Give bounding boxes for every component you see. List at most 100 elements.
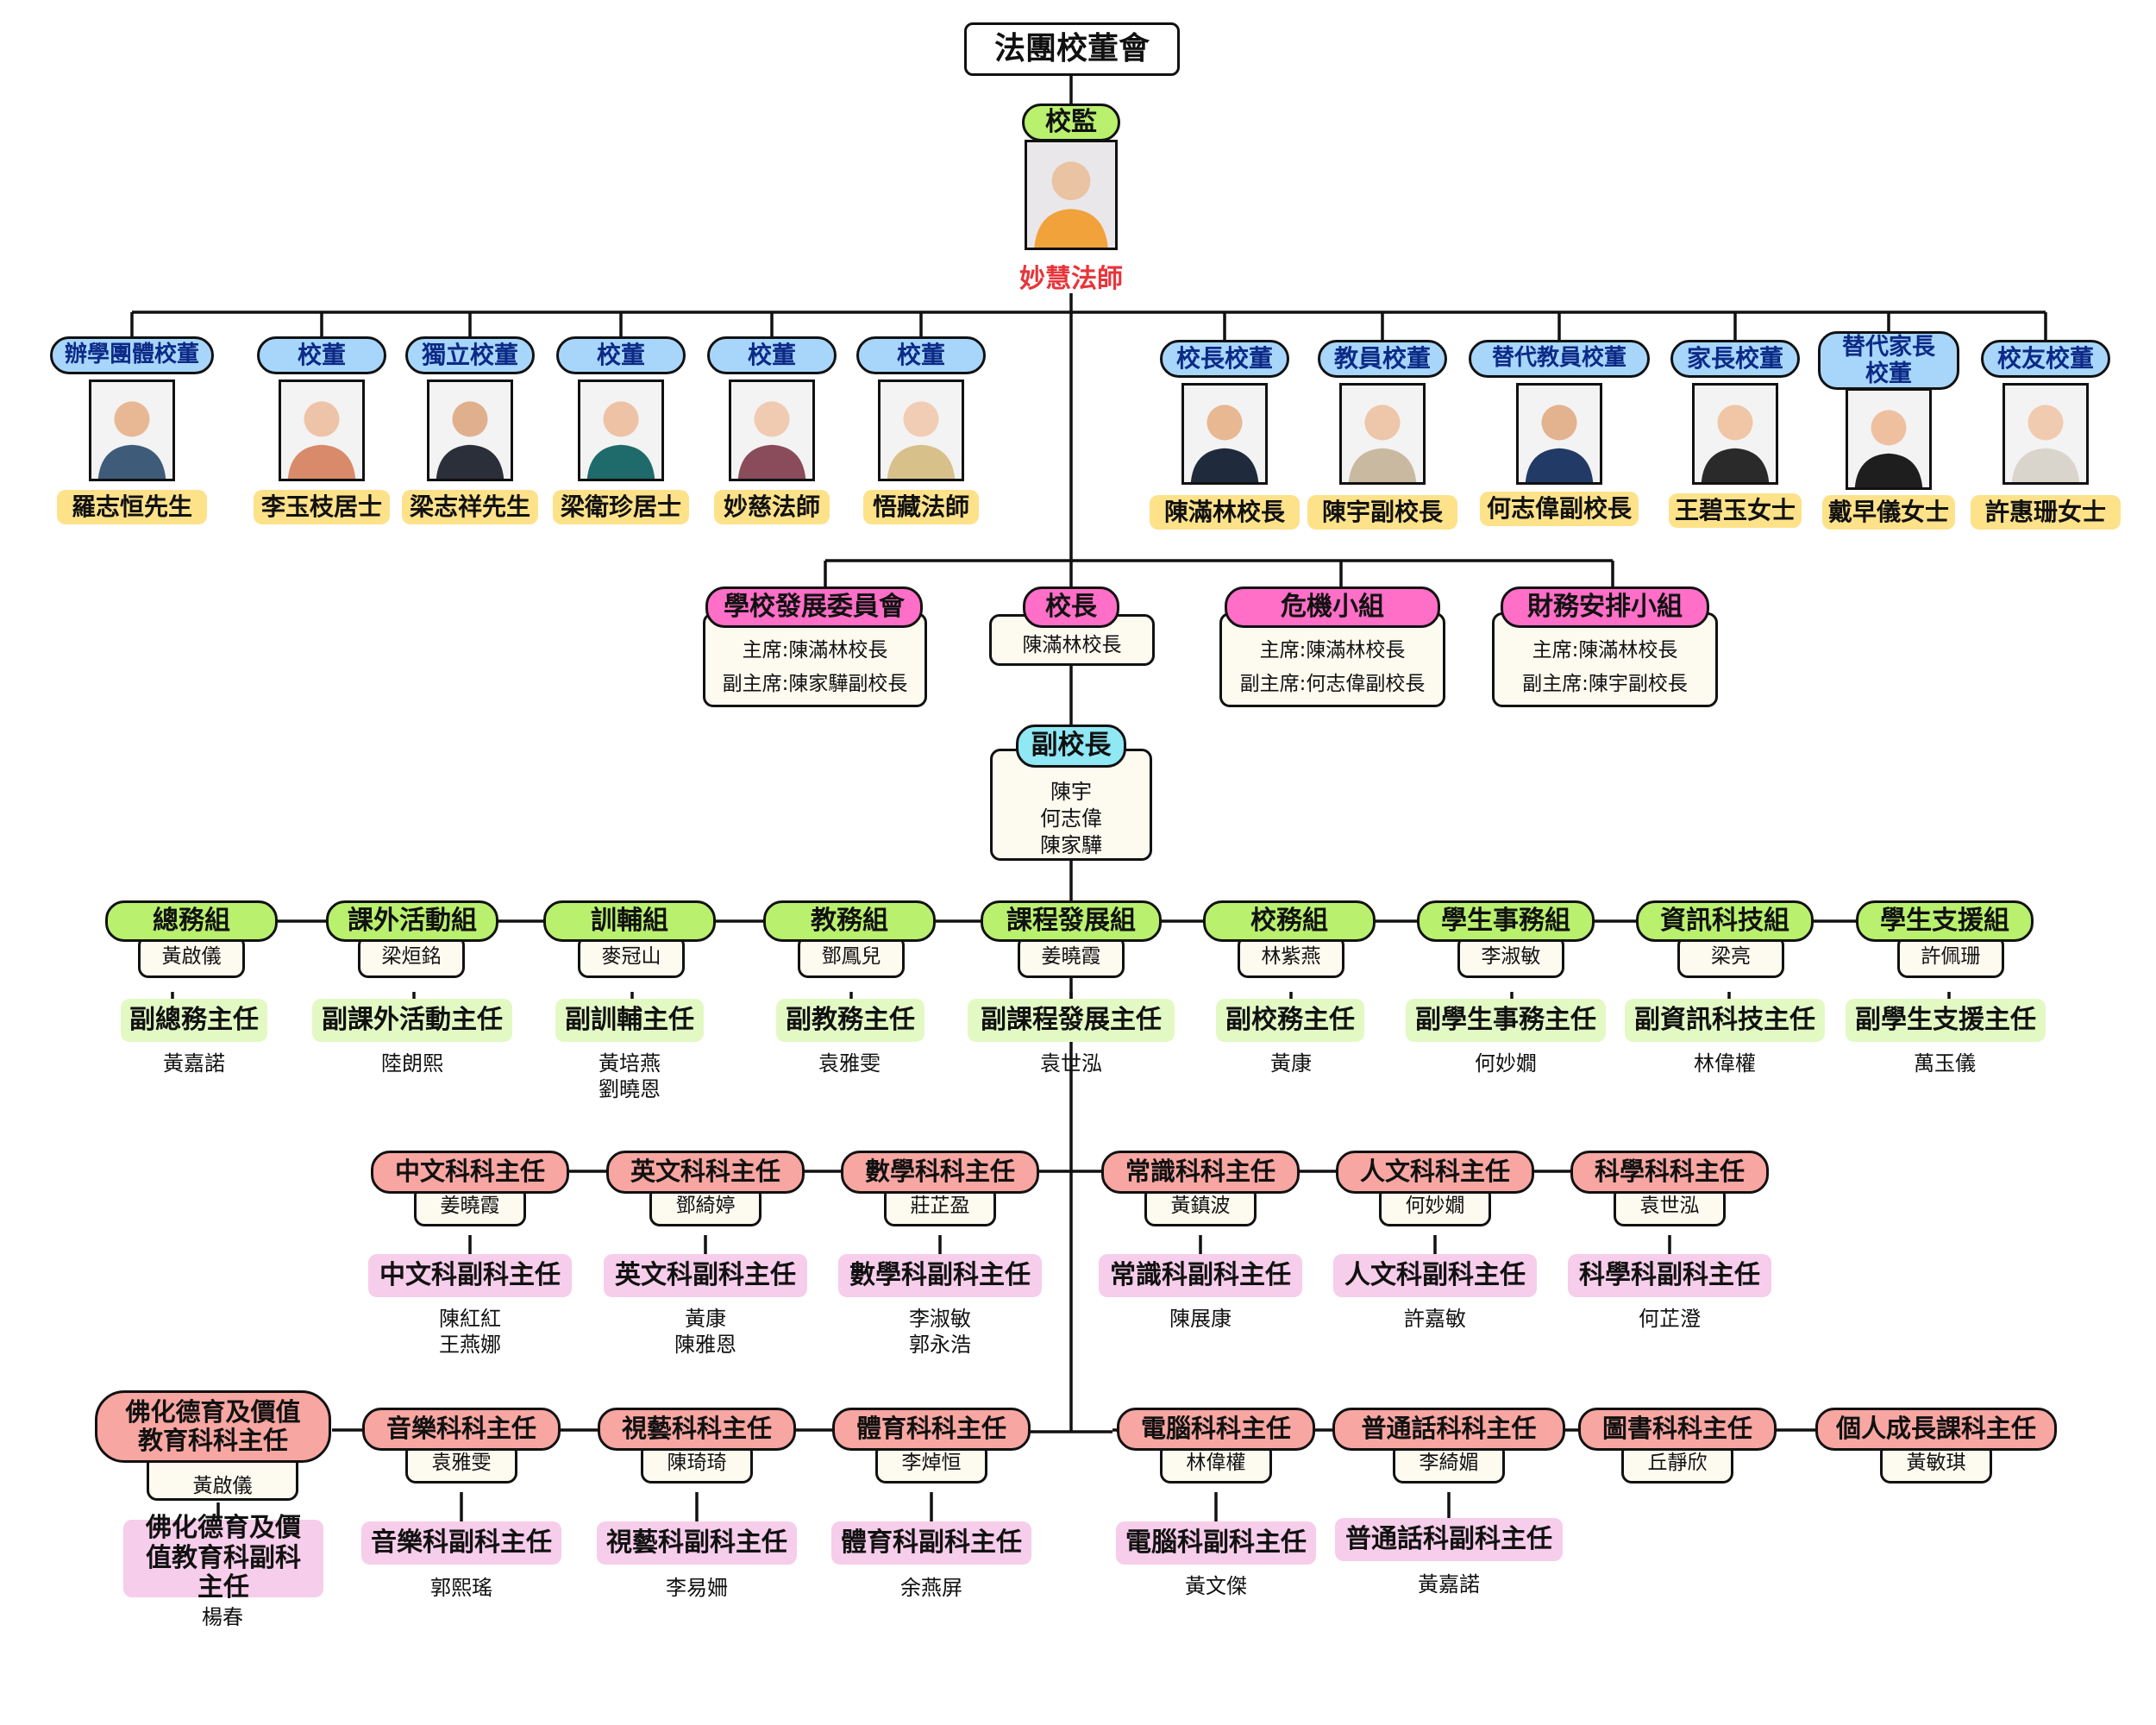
subject-title: 人文科科主任: [1336, 1151, 1534, 1194]
director-role-label: 校長校董: [1160, 340, 1289, 378]
director-photo: [578, 380, 664, 481]
subject-deputy-title: 音樂科副科主任: [361, 1521, 561, 1565]
director-role-label: 辦學團體校董: [50, 336, 214, 374]
subject-head-box: 林偉權: [1160, 1442, 1272, 1484]
department-deputy-title: 副教務主任: [776, 999, 924, 1042]
director-name: 許惠珊女士: [1971, 495, 2121, 530]
vice-principal-name: 陳宇: [1050, 780, 1092, 804]
director-photo: [729, 380, 815, 481]
director-role-label: 校友校董: [1981, 340, 2110, 378]
vice-principal-title: 副校長: [1016, 724, 1126, 768]
subject-title: 佛化德育及價值教育科科主任: [95, 1390, 331, 1463]
committee-line: 副主席:何志偉副校長: [1239, 673, 1426, 696]
person-icon: [881, 382, 962, 479]
committee-line: 副主席:陳宇副校長: [1522, 673, 1688, 696]
director-photo: [279, 380, 365, 481]
director-card: 校董 梁衛珍居士: [553, 336, 689, 535]
subject-deputies: 何芷澄: [1639, 1307, 1701, 1331]
person-icon: [429, 382, 511, 479]
department-title: 訓輔組: [543, 900, 716, 942]
director-name: 悟藏法師: [863, 490, 979, 524]
director-name: 戴早儀女士: [1822, 495, 1955, 530]
director-card: 獨立校董 梁志祥先生: [402, 336, 538, 535]
director-name: 妙慈法師: [714, 490, 830, 524]
director-photo: [1846, 388, 1932, 490]
supervisor-photo: [1025, 140, 1118, 250]
department-deputy-title: 副資訊科技主任: [1625, 999, 1825, 1042]
department-deputy-title: 副校務主任: [1216, 999, 1364, 1042]
department-deputy-title: 副訓輔主任: [555, 999, 704, 1042]
subject-title: 音樂科科主任: [362, 1408, 561, 1451]
subject-deputy-title: 普通話科副科主任: [1335, 1518, 1563, 1561]
subject-title: 圖書科科主任: [1578, 1408, 1777, 1451]
subject-deputies: 陳展康: [1169, 1307, 1232, 1331]
director-card: 家長校董 王碧玉女士: [1669, 340, 1802, 538]
department-deputy-title: 副學生支援主任: [1846, 999, 2046, 1042]
board-title: 法團校董會: [964, 22, 1180, 76]
department-title: 資訊科技組: [1636, 900, 1814, 942]
person-icon: [1848, 391, 1929, 487]
person-icon: [731, 382, 812, 479]
department-title: 總務組: [105, 900, 278, 942]
director-card: 校長校董 陳滿林校長: [1150, 340, 1300, 538]
committee-box: 主席:陳滿林校長 副主席:何志偉副校長: [1219, 612, 1445, 707]
director-role-label: 校董: [257, 336, 386, 374]
department-deputy-title: 副總務主任: [121, 999, 267, 1042]
person-icon: [580, 382, 661, 479]
director-name: 陳宇副校長: [1307, 495, 1457, 530]
committee-box: 主席:陳滿林校長 副主席:陳家驊副校長: [703, 612, 927, 707]
department-title: 課外活動組: [326, 900, 498, 942]
department-deputy-title: 副課程發展主任: [968, 999, 1175, 1042]
director-card: 教員校董 陳宇副校長: [1307, 340, 1457, 538]
director-role-label: 校董: [556, 336, 686, 374]
director-photo: [1339, 383, 1426, 485]
director-card: 校董 李玉枝居士: [254, 336, 390, 535]
subject-title: 個人成長課科主任: [1815, 1408, 2057, 1451]
subject-title: 英文科科主任: [606, 1151, 805, 1194]
subject-title: 中文科科主任: [371, 1151, 569, 1194]
director-photo: [878, 380, 964, 481]
director-role-label: 校董: [707, 336, 837, 374]
subject-title: 視藝科科主任: [598, 1408, 796, 1451]
department-title: 校務組: [1203, 900, 1376, 942]
director-name: 陳滿林校長: [1150, 495, 1300, 530]
director-card: 替代家長校董 戴早儀女士: [1818, 331, 1959, 538]
committee-line: 主席:陳滿林校長: [1259, 639, 1406, 662]
subject-title: 體育科科主任: [832, 1408, 1031, 1451]
committee-line: 主席:陳滿林校長: [742, 639, 888, 662]
department-deputy-title: 副課外活動主任: [312, 999, 512, 1042]
subject-deputy-title: 英文科副科主任: [604, 1254, 807, 1297]
person-icon: [1342, 386, 1423, 482]
director-name: 王碧玉女士: [1669, 493, 1802, 528]
department-deputies: 黃康: [1270, 1051, 1312, 1076]
director-card: 辦學團體校董 羅志恒先生: [50, 336, 214, 535]
supervisor-name: 妙慧法師: [1019, 264, 1123, 294]
department-title: 教務組: [763, 900, 936, 942]
director-role-label: 替代家長校董: [1818, 331, 1959, 390]
director-photo: [89, 380, 175, 481]
director-name: 梁志祥先生: [402, 490, 538, 524]
vice-principal-name: 何志偉: [1040, 806, 1102, 831]
director-card: 替代教員校董 何志偉副校長: [1469, 340, 1650, 538]
department-head-box: 黃啟儀: [138, 935, 245, 978]
director-photo: [427, 380, 513, 481]
department-deputies: 黃嘉諾: [163, 1051, 225, 1076]
person-icon: [1519, 386, 1600, 482]
person-icon: [1184, 386, 1265, 482]
director-name: 梁衛珍居士: [553, 490, 689, 524]
subject-deputies: 楊春: [202, 1605, 243, 1629]
subject-deputy-title: 視藝科副科主任: [597, 1521, 797, 1565]
person-icon: [1695, 386, 1776, 482]
subject-deputy-title: 人文科副科主任: [1333, 1254, 1537, 1297]
department-deputies: 何妙嫺: [1475, 1051, 1537, 1076]
subject-deputy-title: 體育科副科主任: [831, 1521, 1031, 1565]
director-role-label: 家長校董: [1670, 340, 1800, 378]
subject-deputy-title: 佛化德育及價值教育科副科主任: [123, 1514, 323, 1603]
department-deputies: 林偉權: [1694, 1051, 1756, 1076]
subject-deputies: 李淑敏郭永浩: [909, 1307, 971, 1357]
department-deputy-title: 副學生事務主任: [1406, 999, 1606, 1042]
subject-title: 數學科科主任: [841, 1151, 1039, 1194]
director-photo: [1181, 383, 1268, 485]
department-title: 學生支援組: [1856, 900, 2034, 942]
subject-deputies: 余燕屏: [900, 1576, 962, 1600]
